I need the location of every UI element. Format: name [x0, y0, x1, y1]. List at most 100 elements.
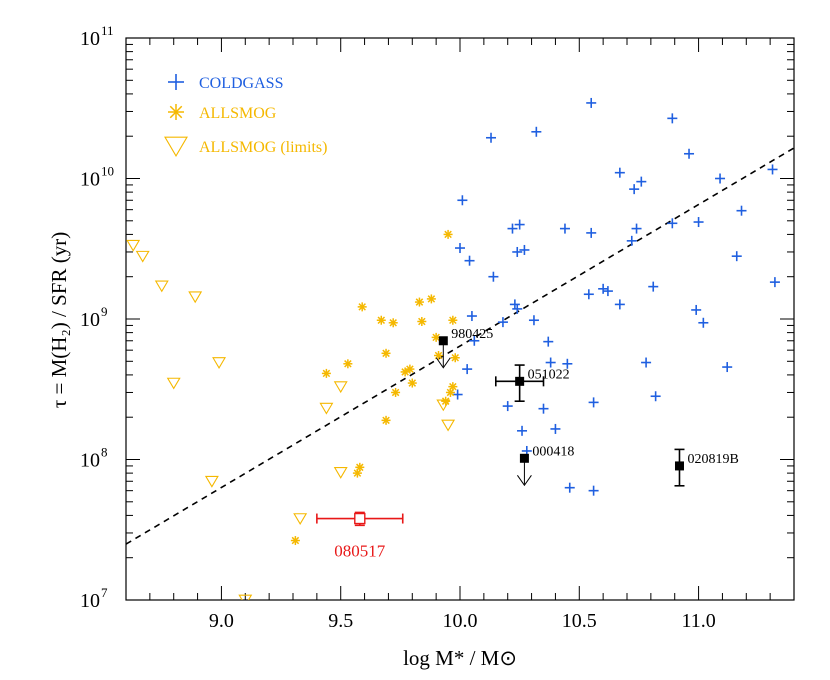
grb-point: 980425 [435, 327, 493, 369]
grb-point: 080517 [316, 511, 404, 561]
allsmog-limit-point [436, 399, 451, 412]
y-tick-exponent: 10 [101, 164, 114, 179]
legend-label: ALLSMOG [199, 105, 277, 122]
grb-marker [519, 453, 529, 463]
coldgass-point [650, 391, 661, 402]
ast-d2 [406, 365, 414, 373]
allsmog-limit-point [212, 357, 227, 370]
y-tick-label: 10 [80, 450, 100, 472]
coldgass-point [502, 401, 513, 412]
y-tick-exponent: 11 [101, 23, 114, 38]
grb-marker [674, 461, 684, 471]
coldgass-point [614, 167, 625, 178]
coldgass-point [488, 271, 499, 282]
coldgass-point [667, 113, 678, 124]
allsmog-point [391, 387, 401, 397]
allsmog-point [376, 315, 386, 325]
allsmog-limit-point [166, 377, 181, 390]
ast-d2 [441, 397, 450, 405]
coldgass-point [631, 223, 642, 234]
x-tick-label: 10.0 [443, 610, 478, 632]
y-axis-title: τ = M(H₂) / SFR (yr) [47, 232, 71, 408]
coldgass-point [562, 358, 573, 369]
grb-marker-open [354, 512, 366, 525]
x-tick-label: 11.0 [681, 610, 715, 632]
allsmog-point [414, 297, 424, 307]
coldgass-point [722, 362, 733, 373]
coldgass-point [698, 317, 709, 328]
allsmog-limit-point [333, 467, 348, 479]
y-tick-label: 10 [80, 28, 100, 50]
ast-d2 [382, 349, 390, 358]
legend-triangle-icon [164, 136, 188, 157]
allsmog-limit-point [333, 381, 348, 394]
x-tick-label: 9.0 [209, 610, 234, 632]
data-marks [126, 97, 780, 600]
ast-d2 [291, 536, 300, 545]
coldgass-point [588, 485, 599, 496]
y-tick-exponent: 7 [101, 585, 108, 600]
coldgass-point [452, 389, 463, 400]
allsmog-limit-point [188, 291, 203, 304]
ast-d2 [451, 353, 459, 362]
grb-label: 000418 [532, 444, 574, 459]
allsmog-point [434, 350, 444, 360]
allsmog-point [321, 368, 331, 378]
coldgass-point [512, 303, 523, 314]
coldgass-point [457, 195, 468, 206]
allsmog-point [417, 316, 427, 326]
coldgass-point [583, 289, 594, 300]
coldgass-point [514, 219, 525, 230]
allsmog-limit-point [154, 280, 169, 293]
allsmog-point [448, 315, 458, 325]
grb-point: 051022 [494, 364, 570, 402]
coldgass-point [564, 482, 575, 493]
coldgass-point [545, 357, 556, 368]
y-tick-exponent: 8 [101, 445, 108, 460]
allsmog-limit-point [441, 419, 456, 432]
plot-frame [125, 37, 795, 601]
coldgass-point [691, 304, 702, 315]
coldgass-point [528, 315, 539, 326]
grb-point: 000418 [517, 444, 574, 487]
coldgass-point [648, 281, 659, 292]
coldgass-point [543, 336, 554, 347]
y-tick-exponent: 9 [101, 304, 108, 319]
grb-label: 980425 [451, 327, 493, 342]
coldgass-point [614, 299, 625, 310]
allsmog-limit-point [319, 402, 334, 415]
y-tick-label: 10 [80, 309, 100, 331]
allsmog-point [405, 364, 415, 374]
coldgass-point [667, 218, 678, 229]
allsmog-point [357, 302, 367, 312]
coldgass-point [641, 357, 652, 368]
grb-label: 080517 [334, 542, 386, 561]
coldgass-point [466, 311, 477, 322]
allsmog-point [388, 318, 398, 328]
coldgass-point [602, 286, 613, 297]
upper-limit-arrow [517, 475, 532, 487]
coldgass-point [507, 223, 518, 234]
coldgass-point [497, 317, 508, 328]
allsmog-point [407, 378, 417, 388]
ast-d2 [427, 295, 436, 303]
allsmog-point [450, 353, 460, 363]
coldgass-point [519, 244, 530, 255]
coldgass-point [538, 403, 549, 414]
allsmog-point [290, 536, 300, 546]
ast-d2 [415, 298, 424, 306]
allsmog-point [426, 294, 436, 304]
ast-d2 [444, 230, 452, 239]
fit-line-group [126, 147, 794, 545]
coldgass-point [586, 227, 597, 238]
ast-d2 [418, 317, 426, 326]
ast-d2 [356, 463, 364, 472]
coldgass-point [636, 176, 647, 187]
coldgass-point [486, 132, 497, 143]
coldgass-point [626, 235, 637, 246]
coldgass-point [531, 126, 542, 137]
